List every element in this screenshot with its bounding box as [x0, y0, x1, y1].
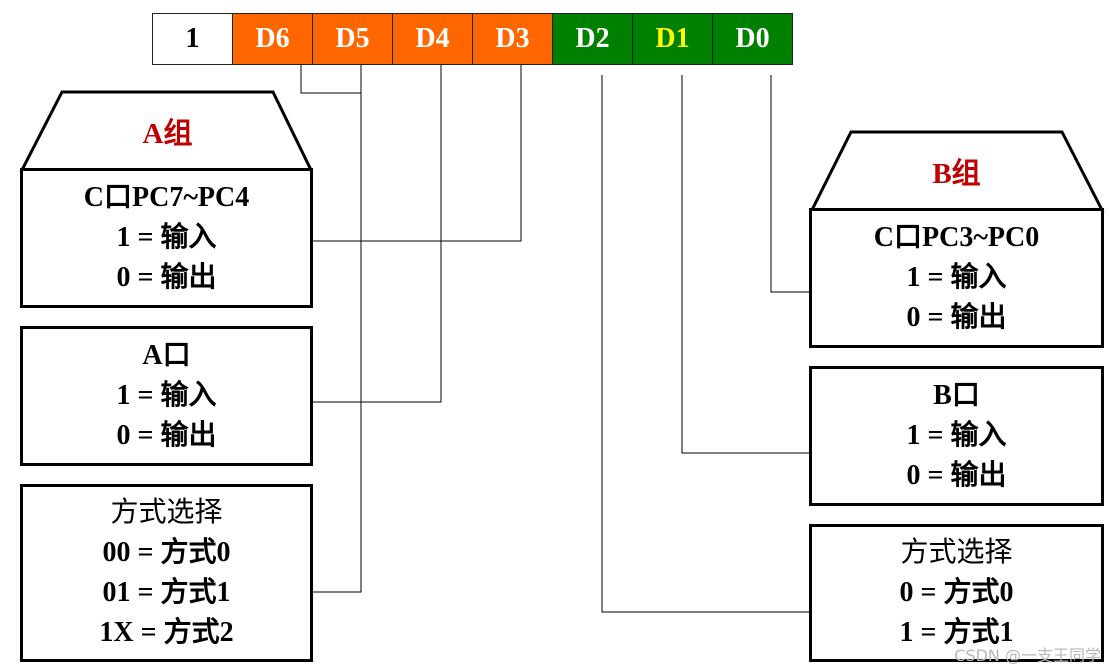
port-c-upper-line2: 0 = 输出 — [116, 262, 217, 293]
bit-d4: D4 — [392, 13, 473, 65]
mode-a-line1: 00 = 方式0 — [102, 537, 231, 568]
line-d3-port-c-upper — [312, 65, 522, 242]
port-c-lower-title: C口PC3~PC0 — [873, 222, 1040, 253]
port-a-line1: 1 = 输入 — [116, 380, 217, 411]
port-c-lower-box: C口PC3~PC0 1 = 输入 0 = 输出 — [809, 208, 1104, 348]
mode-b-line1: 0 = 方式0 — [899, 577, 1014, 608]
bit-d0: D0 — [712, 13, 793, 65]
line-d1-port-b — [681, 75, 811, 454]
port-c-upper-title: C口PC7~PC4 — [83, 182, 250, 213]
mode-a-title: 方式选择 — [110, 497, 223, 528]
mode-a-line3: 1X = 方式2 — [99, 617, 234, 648]
port-c-lower-line1: 1 = 输入 — [906, 262, 1007, 293]
port-b-line1: 1 = 输入 — [906, 420, 1007, 451]
port-a-box: A口 1 = 输入 0 = 输出 — [20, 326, 313, 466]
line-d0-port-c-lower — [770, 75, 811, 293]
mode-a-box: 方式选择 00 = 方式0 01 = 方式1 1X = 方式2 — [20, 484, 313, 662]
mode-b-line2: 1 = 方式1 — [899, 617, 1014, 648]
port-a-line2: 0 = 输出 — [116, 420, 217, 451]
line-d2-mode-b — [601, 75, 811, 613]
port-c-upper-line1: 1 = 输入 — [116, 222, 217, 253]
bit-d7: 1 — [152, 13, 233, 65]
line-d4-port-a — [312, 65, 442, 403]
mode-a-line2: 01 = 方式1 — [102, 577, 231, 608]
bit-d2: D2 — [552, 13, 633, 65]
group-a-label: A组 — [142, 118, 193, 150]
bit-d1: D1 — [632, 13, 713, 65]
mode-b-title: 方式选择 — [900, 537, 1013, 568]
group-b-label: B组 — [932, 158, 981, 190]
port-c-upper-box: C口PC7~PC4 1 = 输入 0 = 输出 — [20, 168, 313, 308]
mode-b-box: 方式选择 0 = 方式0 1 = 方式1 — [809, 524, 1104, 662]
bit-d5: D5 — [312, 13, 393, 65]
bit-d6: D6 — [232, 13, 313, 65]
port-b-title: B口 — [933, 380, 980, 411]
watermark: CSDN @一支王同学 — [954, 646, 1101, 665]
port-a-title: A口 — [142, 340, 191, 371]
bit-d3: D3 — [472, 13, 553, 65]
port-b-box: B口 1 = 输入 0 = 输出 — [809, 366, 1104, 506]
port-b-line2: 0 = 输出 — [906, 460, 1007, 491]
control-word-bits: 1 D6 D5 D4 D3 D2 D1 D0 — [152, 13, 793, 65]
port-c-lower-line2: 0 = 输出 — [906, 302, 1007, 333]
